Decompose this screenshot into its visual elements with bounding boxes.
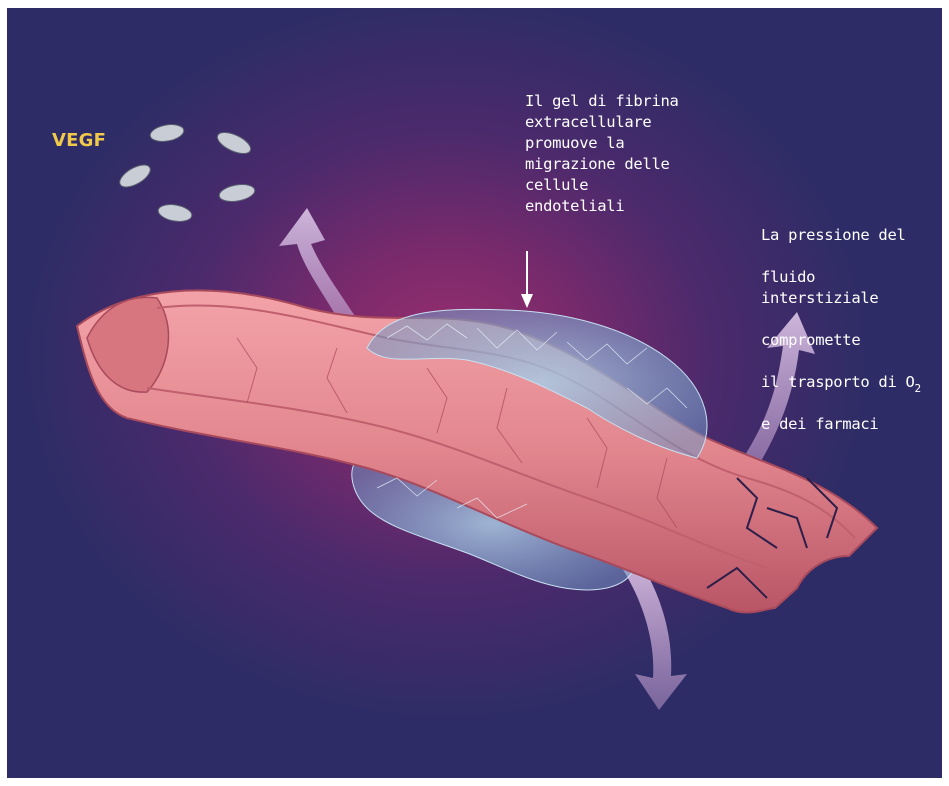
vegf-molecules — [116, 122, 256, 224]
o2-prefix: il trasporto di O — [761, 373, 915, 391]
vegf-molecule — [157, 202, 193, 224]
vegf-molecule — [218, 182, 256, 204]
pressure-line-5: e dei farmaci — [761, 414, 941, 435]
vegf-molecule — [214, 128, 253, 158]
illustration-panel: VEGF Il gel di fibrina extracellulare pr… — [7, 8, 942, 778]
fibrin-pointer-head — [521, 294, 533, 308]
vegf-molecule — [149, 122, 185, 144]
pressure-line-1: La pressione del — [761, 225, 941, 246]
vegf-label: VEGF — [52, 130, 106, 151]
pressure-line-3: compromette — [761, 330, 941, 351]
vegf-molecule — [116, 161, 153, 192]
o2-subscript: 2 — [915, 382, 921, 395]
pressure-line-4: il trasporto di O2 — [761, 372, 941, 393]
pressure-line-2: fluido interstiziale — [761, 267, 941, 309]
fibrin-gel-label: Il gel di fibrina extracellulare promuov… — [525, 91, 725, 217]
pressure-label: La pressione del fluido interstiziale co… — [761, 204, 941, 456]
